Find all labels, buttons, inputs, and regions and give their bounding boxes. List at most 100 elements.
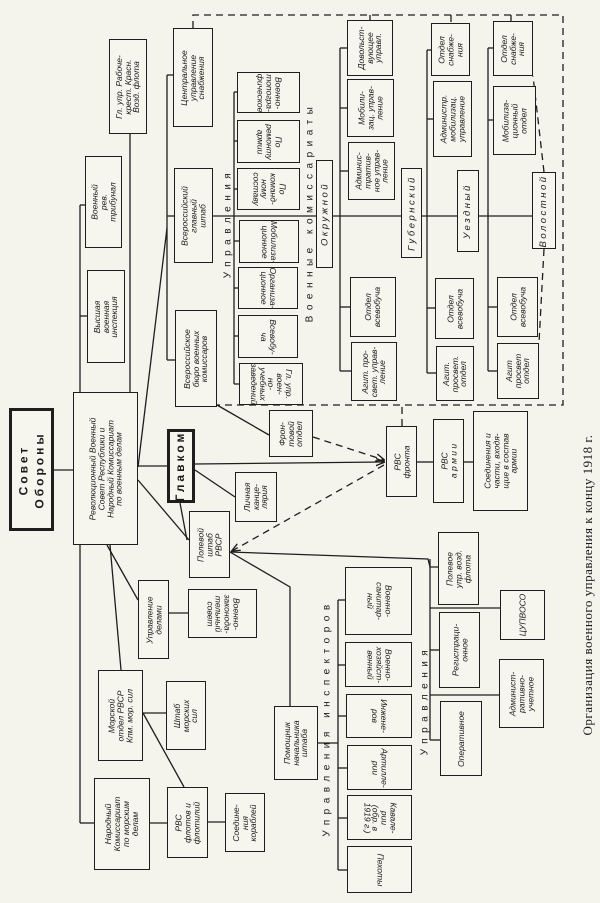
org-box-label: Личная канце- лярия <box>241 482 270 512</box>
connector-line <box>194 469 236 498</box>
org-box-label: Пехоты <box>374 853 385 886</box>
org-box-vsevobuch: Всевобу- ча <box>238 315 298 358</box>
org-box-label: Губернский <box>405 175 417 251</box>
arrow-glavkom-to-rvs-front <box>194 462 384 464</box>
org-box-aviation: Гл. упр. Рабоче- крест. Красн. Возд. фло… <box>109 39 147 134</box>
org-box-gub-adm: Администр. мобилизац. управление <box>433 81 472 157</box>
dashed-connector-line <box>532 75 545 173</box>
org-box-uezd-mob: Мобилиза- ционный отдел <box>493 86 536 155</box>
org-box-label: Народный Комиссариат по морским делам <box>103 796 140 852</box>
org-box-rvs-flot: РВС флотов и флотилий <box>167 787 208 858</box>
org-box-okr-vsev: Отдел всевобуча <box>350 277 396 337</box>
connector-line <box>216 404 270 436</box>
org-box-label: Военно- законода- тельный совет <box>204 594 242 633</box>
org-box-vbvk: Всероссийское бюро военных комиссаров <box>175 310 217 407</box>
org-box-label: Агит. про- свет. управ- ление <box>359 346 388 397</box>
org-box-org: Организа- ционное <box>238 267 298 309</box>
group-label: Военные комиссариаты <box>304 101 316 323</box>
org-box-hoz: Военно- хозяйст- венный <box>345 642 412 687</box>
org-box-label: Фрон- товой отдел <box>276 420 305 447</box>
org-box-rvs-army: РВС а р м и и <box>433 419 464 503</box>
org-box-label: Инжене- ров <box>370 699 389 733</box>
org-box-label: Окружной <box>318 181 330 247</box>
org-box-remont: По ремонту армии <box>237 120 300 163</box>
org-box-kanc: Личная канце- лярия <box>235 472 277 522</box>
org-box-label: Агит просвет отдел <box>503 353 532 389</box>
org-box-vgsh: Всероссийский главный штаб <box>174 168 213 263</box>
connector-line <box>229 551 438 568</box>
org-box-glavkom: Главком <box>167 429 195 503</box>
org-box-label: Отдел всевобуча <box>444 288 464 329</box>
org-box-soed-kor: Соедине- ния кораблей <box>225 793 265 852</box>
org-box-label: Мобили- зац. управ- ление <box>356 86 384 130</box>
org-box-narkom-mor: Народный Комиссариат по морским делам <box>94 778 150 870</box>
org-box-label: Всероссийский главный штаб <box>179 185 207 246</box>
connector-line <box>142 712 185 788</box>
org-box-okr-dovol: Довольст- вующее управл. <box>347 20 393 76</box>
group-label: Управления <box>222 167 234 279</box>
org-box-label: РВС а р м и и <box>438 443 458 479</box>
org-box-label: Помощник начальника штаба <box>281 720 310 766</box>
org-box-label: Военно- топогра- фическое <box>255 73 283 112</box>
org-box-okr-agit: Агит. про- свет. управ- ление <box>351 342 397 401</box>
org-box-label: Админис- тратив- ное управ- ление <box>352 149 390 193</box>
group-label: Управления <box>419 644 431 756</box>
org-box-label: Военный рев. трибунал <box>89 182 117 222</box>
org-box-kav: Кавале- рии (обр. в 1919 г.) <box>347 795 412 840</box>
org-box-label: Соединения и части, входя- щие в состав … <box>481 433 519 489</box>
org-box-label: РВС фронта <box>391 445 411 478</box>
org-box-label: Главком <box>173 430 188 502</box>
org-box-tsus: Центральное управление снабжения <box>173 28 213 127</box>
connector-line <box>229 551 291 706</box>
org-box-label: Военно- хозяйст- венный <box>365 646 393 683</box>
org-box-vvi: Высшая военная инспекция <box>87 270 125 363</box>
org-box-rvsr: Революционный Военный Совет Республики и… <box>73 392 138 545</box>
org-box-label: Отдел всевобуча <box>363 286 382 328</box>
group-label: Управления инспекторов <box>321 599 333 837</box>
org-box-sovet: Совет Обороны <box>9 408 54 531</box>
org-box-label: По команд- ному составу <box>250 172 288 206</box>
org-box-sanit: Военно- санитар- ный <box>345 567 412 635</box>
org-box-uezd-vsev: Отдел всевобуча <box>497 277 538 337</box>
org-box-mobil: Мобилиза- ционное <box>239 220 299 263</box>
org-box-gub: Губернский <box>401 168 422 258</box>
dashed-connector-line <box>192 14 564 406</box>
org-box-label: Кавале- рии (обр. в 1919 г.) <box>361 802 399 833</box>
connector-line <box>179 502 188 541</box>
org-box-label: Довольст- вующее управл. <box>355 26 384 70</box>
org-box-label: Морской отдел РВСР Кпм. мор. сил <box>106 688 134 743</box>
org-box-label: Админист- ративно- учетное <box>507 671 535 716</box>
org-box-label: Агит. просвет. отдел <box>440 355 469 392</box>
org-box-label: По ремонту армии <box>255 123 283 160</box>
org-box-label: Отдел всевобуча <box>507 286 527 328</box>
org-box-uezd-snab: Отдел снабже- ния <box>493 21 533 76</box>
org-box-label: Артилле- рии <box>370 747 390 788</box>
org-box-pomnach: Помощник начальника штаба <box>274 706 318 780</box>
org-box-pol-vozd: Полевое упр. возд. флота <box>438 532 479 605</box>
dashed-connector-line <box>538 248 545 344</box>
org-box-label: Всевобу- ча <box>259 318 278 355</box>
org-box-label: Центральное управление снабжения <box>178 49 207 106</box>
org-box-label: Полевой штаб РВСР <box>195 527 223 562</box>
org-box-uezd-agit: Агит просвет отдел <box>497 343 539 399</box>
org-box-volost: Волостной <box>532 172 556 249</box>
org-box-shtab-mor: Штаб морских сил <box>166 681 206 750</box>
dashed-arrow-rvs-front-to-polevoy-shtab <box>232 464 385 551</box>
org-box-label: Администр. мобилизац. управление <box>438 94 466 144</box>
org-box-peh: Пехоты <box>347 846 412 893</box>
org-box-inzh: Инжене- ров <box>346 694 412 738</box>
org-box-label: Совет Обороны <box>15 430 46 509</box>
org-box-label: РВС флотов и флотилий <box>173 801 201 844</box>
org-box-okrug: Окружной <box>316 160 333 268</box>
org-box-okr-adm: Админис- тратив- ное управ- ление <box>348 142 395 200</box>
org-box-upr-del: Управление делами <box>138 580 169 659</box>
org-box-gub-snab: Отдел снабже- ния <box>431 23 470 76</box>
org-box-art: Артилле- рии <box>347 745 412 790</box>
org-box-front-otdel: Фрон- товой отдел <box>269 410 313 457</box>
org-box-vuz: Гл. упр. воен- но-учебных заведений <box>239 363 303 405</box>
org-box-label: Управление делами <box>143 595 163 644</box>
org-box-adm-uch: Админист- ративно- учетное <box>499 659 544 728</box>
org-box-label: Оперативное <box>455 710 466 767</box>
connector-line <box>109 544 122 671</box>
